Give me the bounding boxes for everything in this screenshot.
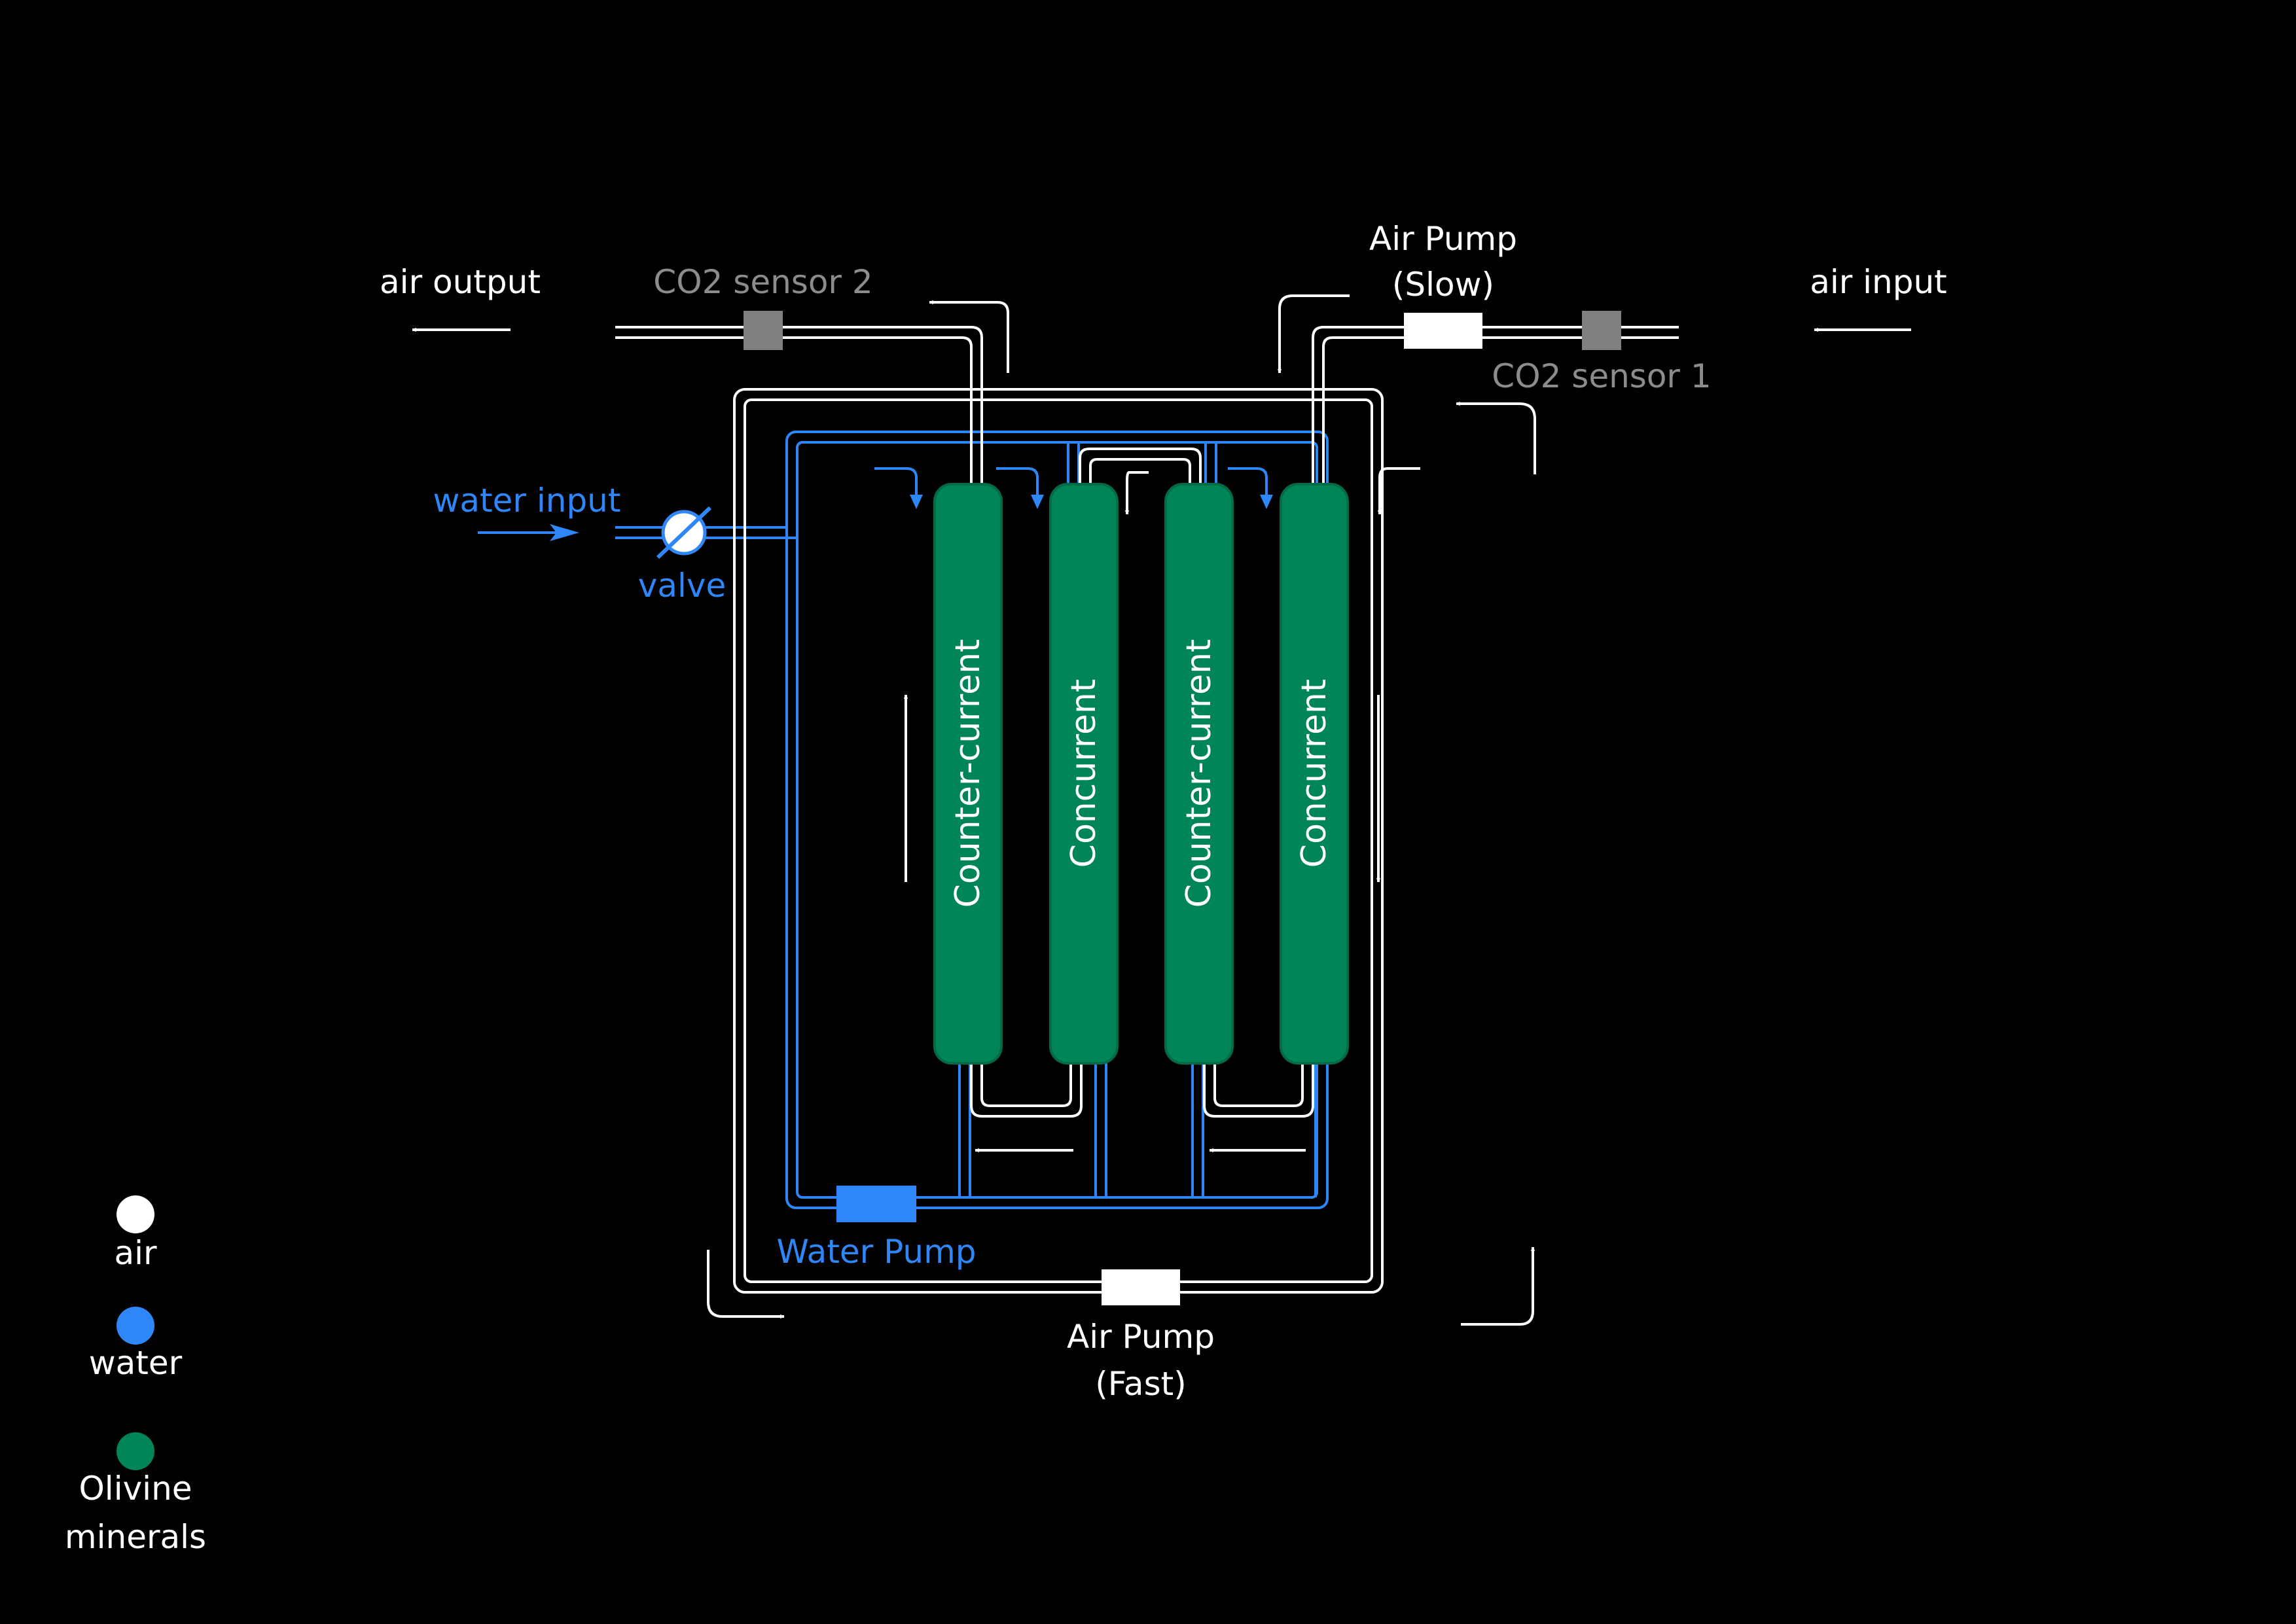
legend-olivine-label-line2: minerals	[65, 1518, 206, 1556]
column-4-label: Concurrent	[1295, 679, 1334, 868]
column-1: Counter-current	[933, 483, 1003, 1065]
water-pump-label: Water Pump	[776, 1233, 976, 1271]
air-pipes	[615, 326, 1679, 1294]
air-pump-fast	[1102, 1269, 1180, 1305]
olivine-columns: Counter-current Concurrent Counter-curre…	[933, 483, 1349, 1065]
water-pump	[836, 1186, 916, 1222]
valve	[656, 506, 712, 559]
co2-sensor-1	[1582, 311, 1621, 350]
water-input-label: water input	[433, 482, 621, 520]
valve-label: valve	[638, 567, 726, 605]
column-1-label: Counter-current	[948, 639, 988, 908]
water-pipes	[615, 431, 1329, 1209]
air-direction-arrows	[412, 294, 1911, 1326]
water-icon	[117, 1307, 154, 1345]
legend-air-label: air	[114, 1234, 157, 1272]
air-pump-fast-label-line1: Air Pump	[1067, 1318, 1215, 1356]
legend-olivine-label-line1: Olivine	[79, 1470, 192, 1508]
air-pump-slow	[1404, 313, 1482, 349]
column-2-label: Concurrent	[1064, 679, 1103, 868]
legend-item-olivine: Olivine minerals	[65, 1432, 206, 1556]
column-4: Concurrent	[1280, 483, 1349, 1065]
air-input-label: air input	[1810, 263, 1947, 301]
air-pump-slow-label-line1: Air Pump	[1369, 220, 1517, 258]
column-2: Concurrent	[1049, 483, 1119, 1065]
air-icon	[117, 1195, 154, 1233]
column-3-label: Counter-current	[1179, 639, 1219, 908]
co2-sensor-1-label: CO2 sensor 1	[1492, 357, 1711, 395]
air-output-label: air output	[380, 263, 541, 301]
air-pump-slow-label-line2: (Slow)	[1392, 266, 1494, 304]
legend-water-label: water	[89, 1344, 183, 1382]
air-pump-fast-label-line2: (Fast)	[1095, 1365, 1186, 1403]
water-arrowheads	[550, 495, 1273, 541]
legend-item-water: water	[89, 1307, 183, 1382]
legend: air water Olivine minerals	[65, 1195, 206, 1556]
column-3: Counter-current	[1164, 483, 1234, 1065]
co2-sensor-2-label: CO2 sensor 2	[653, 263, 872, 301]
legend-item-air: air	[114, 1195, 157, 1272]
olivine-icon	[117, 1432, 154, 1470]
co2-sensor-2	[744, 311, 783, 350]
